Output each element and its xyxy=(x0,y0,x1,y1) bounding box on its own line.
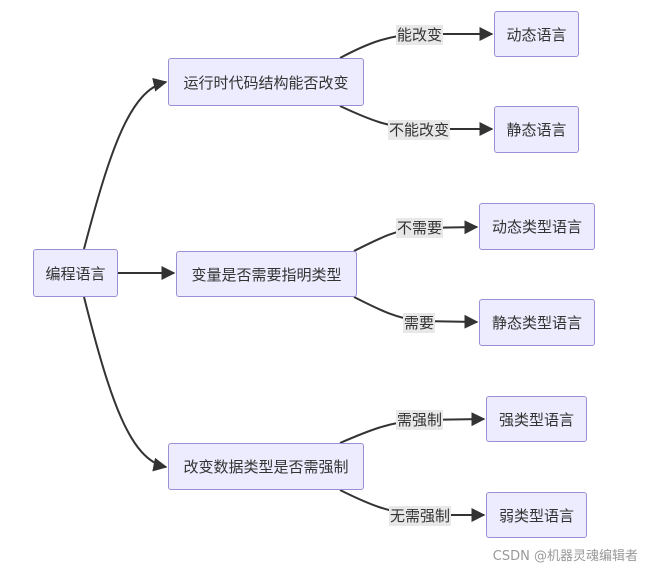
watermark: CSDN @机器灵魂编辑者 xyxy=(492,549,638,564)
node-static-typed-language: 静态类型语言 xyxy=(479,299,595,346)
node-programming-language: 编程语言 xyxy=(33,249,118,297)
node-runtime-structure-question: 运行时代码结构能否改变 xyxy=(168,58,364,106)
edge-label-need-force: 需强制 xyxy=(396,410,444,430)
edge-root-runtime xyxy=(83,77,168,250)
node-variable-type-question: 变量是否需要指明类型 xyxy=(176,251,357,297)
node-weak-typed-language: 弱类型语言 xyxy=(486,492,587,538)
edge-label-need: 需要 xyxy=(403,313,436,333)
node-dynamic-typed-language: 动态类型语言 xyxy=(479,203,595,250)
edge-label-cannot-change: 不能改变 xyxy=(388,120,451,140)
node-static-language: 静态语言 xyxy=(494,106,579,153)
node-strong-typed-language: 强类型语言 xyxy=(486,396,587,442)
edge-root-convert xyxy=(83,296,168,472)
node-dynamic-language: 动态语言 xyxy=(494,11,579,57)
edge-label-can-change: 能改变 xyxy=(396,25,444,45)
edge-label-no-force: 无需强制 xyxy=(389,506,452,526)
edge-label-no-need: 不需要 xyxy=(396,218,444,238)
node-type-conversion-question: 改变数据类型是否需强制 xyxy=(168,443,364,490)
